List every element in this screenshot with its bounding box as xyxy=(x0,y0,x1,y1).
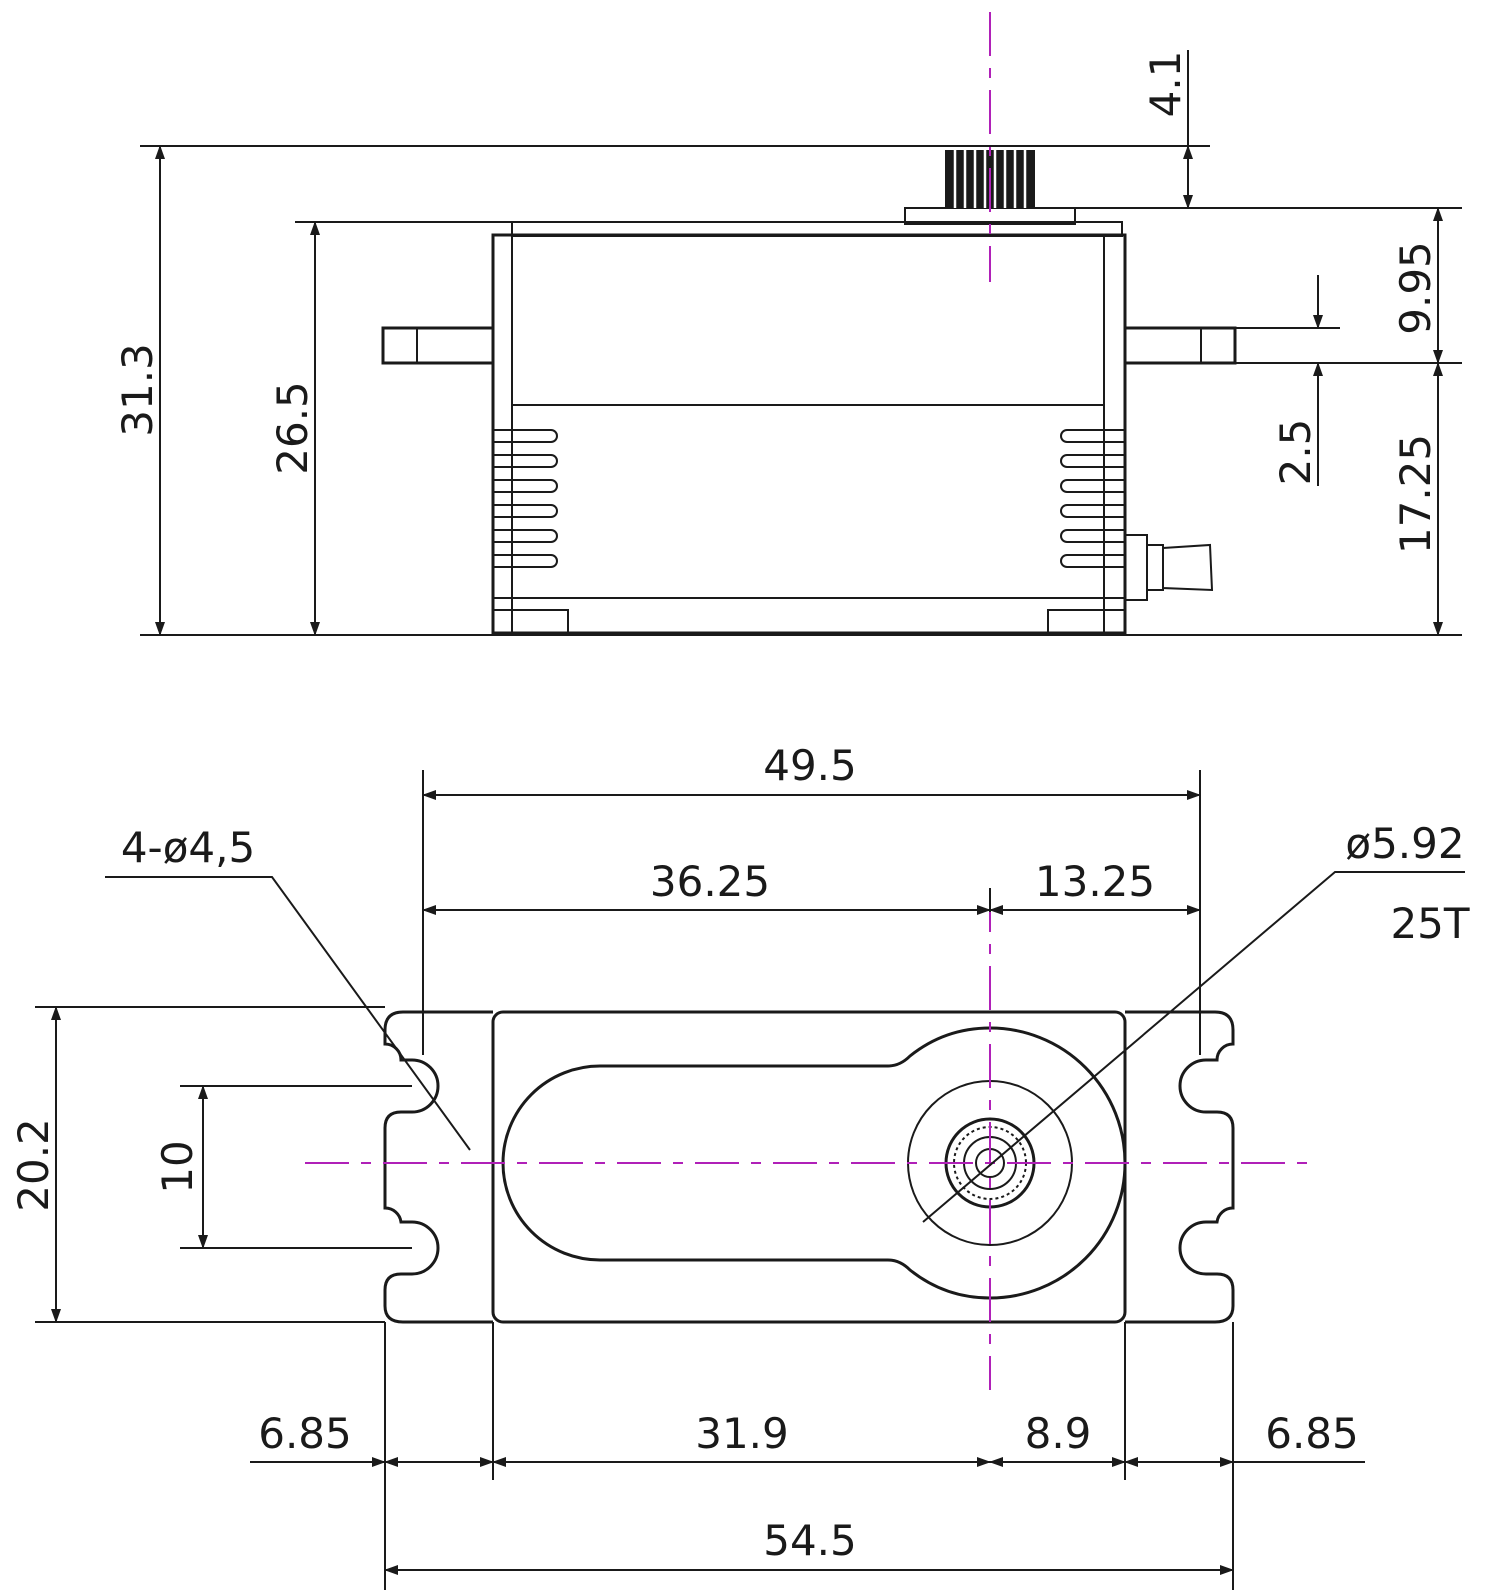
label-shaft-height: 4.1 xyxy=(1141,51,1190,118)
label-flange-thickness: 2.5 xyxy=(1271,419,1320,486)
label-right-tab: 6.85 xyxy=(1265,1409,1359,1458)
cooling-fins-left xyxy=(493,429,558,568)
cooling-fins-right xyxy=(1060,429,1125,568)
mount-flange-left xyxy=(381,326,495,365)
label-spline-diameter: ø5.92 xyxy=(1345,819,1464,868)
label-total-height: 31.3 xyxy=(113,343,162,437)
label-mount-spacing: 49.5 xyxy=(763,741,857,790)
mount-flange-right xyxy=(1123,326,1237,365)
top-extension-lines xyxy=(35,770,1234,1590)
cable-gland xyxy=(1124,534,1214,601)
label-overall-length: 54.5 xyxy=(763,1516,857,1565)
label-hole-gap: 10 xyxy=(153,1140,202,1193)
leader-spline xyxy=(922,871,1465,1223)
side-view: 31.3 26.5 4.1 9.95 17.25 2.5 xyxy=(113,12,1462,636)
label-center-offset: 36.25 xyxy=(650,857,770,906)
label-top-to-flange: 9.95 xyxy=(1391,241,1440,335)
servo-outline-top xyxy=(383,1010,1235,1324)
label-width: 20.2 xyxy=(9,1118,58,1212)
side-extension-lines xyxy=(140,145,1462,636)
label-spline-teeth: 25T xyxy=(1390,899,1469,948)
label-mount-holes: 4-ø4,5 xyxy=(121,823,255,872)
label-flange-to-base: 17.25 xyxy=(1391,434,1440,554)
label-case-height: 26.5 xyxy=(268,381,317,475)
label-center-to-body-end: 8.9 xyxy=(1025,1409,1092,1458)
label-left-tab: 6.85 xyxy=(258,1409,352,1458)
label-center-to-right-hole: 13.25 xyxy=(1035,857,1155,906)
leader-mount-holes xyxy=(105,876,471,1151)
servo-case-side xyxy=(491,207,1214,635)
label-body-to-center: 31.9 xyxy=(695,1409,789,1458)
top-view: 49.5 36.25 13.25 4-ø4,5 ø5.92 25T 20.2 1… xyxy=(9,741,1470,1590)
